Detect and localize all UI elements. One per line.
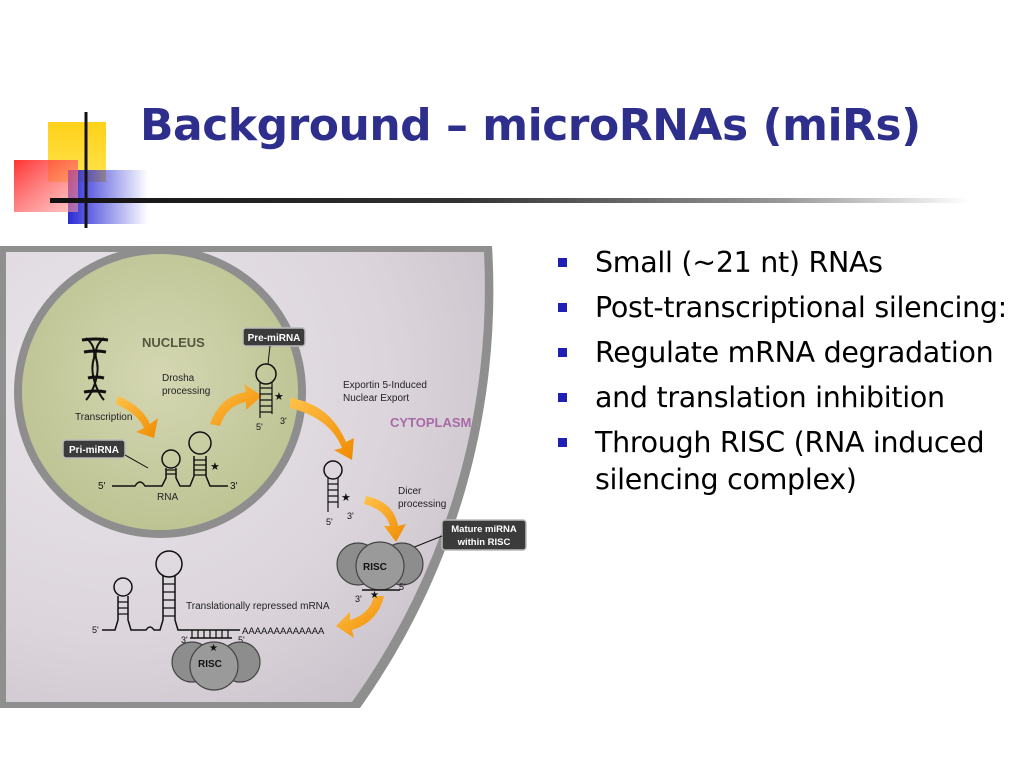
microrna-pathway-diagram: NUCLEUS CYTOPLASM Transcription Drosha p… (0, 246, 530, 708)
decorative-squares-logo (14, 112, 148, 228)
nucleus-label: NUCLEUS (142, 335, 205, 350)
arrow-transcription (116, 396, 158, 438)
bullet-text: Through RISC (RNA induced silencing comp… (595, 426, 985, 496)
pri-mirna-label: Pri-miRNA (69, 445, 119, 456)
drosha-label-1: Drosha (162, 373, 195, 384)
arrow-export (290, 398, 354, 460)
nucleus (22, 254, 298, 530)
pre-three-prime: 3' (280, 416, 287, 426)
cyto-five-prime: 5' (326, 517, 333, 527)
mrna-strand (102, 550, 240, 639)
bullet-item: Post-transcriptional silencing: (555, 289, 1015, 326)
bullet-text: and translation inhibition (595, 381, 945, 414)
mature-label-1: Mature miRNA (451, 524, 517, 535)
arrow-risc (336, 596, 384, 638)
bullet-text: Post-transcriptional silencing: (595, 291, 1007, 324)
bullet-square-icon (558, 303, 567, 312)
poly-a-tail: AAAAAAAAAAAAA (242, 626, 325, 637)
transcription-label: Transcription (75, 412, 132, 423)
bullet-text: Small (~21 nt) RNAs (595, 246, 883, 279)
repressed-mrna-label: Translationally repressed mRNA (186, 601, 330, 612)
title-underline (50, 198, 970, 203)
mature-mirna-badge: Mature miRNA within RISC (441, 519, 527, 551)
mrna-three-prime: 3' (181, 635, 188, 645)
rna-label: RNA (157, 492, 178, 503)
exportin-label-2: Nuclear Export (343, 393, 409, 404)
cyto-three-prime: 3' (347, 511, 354, 521)
risc-complex-2 (171, 641, 261, 691)
mature-label-2: within RISC (457, 537, 511, 548)
dicer-label-2: processing (398, 499, 446, 510)
cyto-star-mark: ★ (341, 492, 351, 504)
exportin-label-1: Exportin 5-Induced (343, 380, 427, 391)
bullet-item: Small (~21 nt) RNAs (555, 244, 1015, 281)
bullet-square-icon (558, 348, 567, 357)
pre-mirna-label: Pre-miRNA (248, 333, 301, 344)
chromosome-icon (81, 337, 109, 401)
risc-complex-1 (336, 541, 424, 591)
risc2-star-mark: ★ (209, 643, 218, 654)
risc-star-mark: ★ (370, 590, 379, 601)
pri-mirna-pointer (124, 454, 149, 469)
five-prime-label: 5' (98, 481, 106, 492)
arrow-drosha (210, 384, 262, 426)
pre-mirna-badge: Pre-miRNA (242, 327, 306, 347)
mrna-five-prime: 5' (92, 625, 99, 635)
drosha-label-2: processing (162, 386, 210, 397)
three-prime-label: 3' (230, 481, 238, 492)
bullet-square-icon (558, 438, 567, 447)
pri-mirna-badge: Pri-miRNA (62, 439, 126, 459)
pre-star-mark: ★ (274, 391, 284, 403)
risc-label-2: RISC (198, 659, 222, 670)
bullet-list: Small (~21 nt) RNAs Post-transcriptional… (555, 244, 1015, 506)
star-mark: ★ (210, 461, 220, 473)
risc-five-prime: 5' (399, 582, 406, 592)
blue-square (68, 170, 148, 224)
cytoplasmic-pre-mirna (323, 460, 343, 512)
pre-mirna-hairpin (255, 363, 277, 418)
mrna-bound-five-prime: 5' (238, 635, 245, 645)
arrow-dicer (364, 496, 406, 542)
bullet-square-icon (558, 393, 567, 402)
bullet-item: Regulate mRNA degradation (555, 334, 1015, 371)
dicer-label-1: Dicer (398, 486, 422, 497)
pre-mirna-pointer (267, 345, 271, 365)
bullet-square-icon (558, 258, 567, 267)
mature-pointer (411, 535, 443, 549)
red-square (14, 160, 78, 212)
bullet-item: and translation inhibition (555, 379, 1015, 416)
slide-title: Background – microRNAs (miRs) (140, 100, 921, 151)
bullet-item: Through RISC (RNA induced silencing comp… (555, 424, 1015, 498)
risc-label-1: RISC (363, 562, 387, 573)
bullet-text: Regulate mRNA degradation (595, 336, 994, 369)
primary-rna-strand (112, 431, 228, 487)
pre-five-prime: 5' (256, 422, 263, 432)
risc-three-prime: 3' (355, 594, 362, 604)
cytoplasm-label: CYTOPLASM (390, 415, 471, 430)
